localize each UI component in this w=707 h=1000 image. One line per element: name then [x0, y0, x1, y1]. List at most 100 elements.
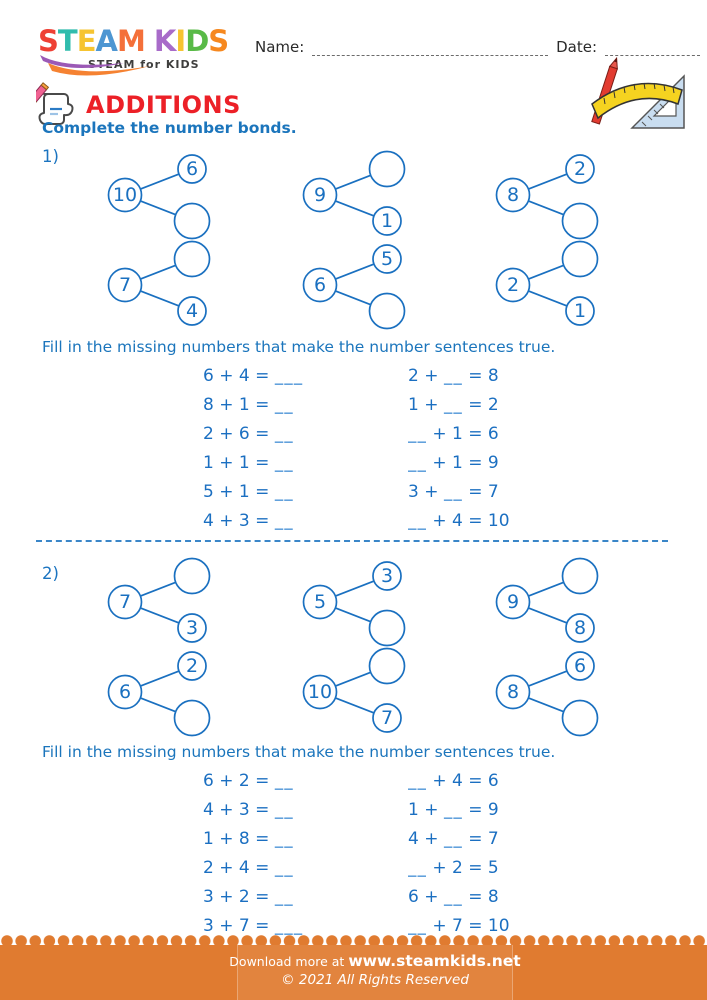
logo-swoosh [40, 55, 150, 76]
bond-empty-circle[interactable] [368, 609, 406, 647]
footer: Download more at www.steamkids.net © 202… [0, 934, 707, 1000]
number-sentence: 1 + 8 = __ [203, 829, 294, 849]
logo-wordmark: STEAM KIDS [38, 26, 238, 56]
logo-letter: M [116, 24, 146, 58]
bond-number-circle [372, 561, 402, 591]
number-sentence: 3 + __ = 7 [408, 482, 499, 502]
bond-number-circle [372, 244, 402, 274]
logo-letter: S [208, 24, 229, 58]
bond-number-circle [177, 296, 207, 326]
bond-number-circle [372, 703, 402, 733]
number-sentence: __ + 7 = 10 [408, 916, 510, 936]
bond-empty-circle[interactable] [368, 292, 406, 330]
number-sentence: __ + 4 = 6 [408, 771, 499, 791]
bond-empty-circle[interactable] [561, 557, 599, 595]
bond-number-circle [495, 674, 531, 710]
bond-number: 8 [507, 681, 519, 703]
number-sentence: __ + 1 = 6 [408, 424, 499, 444]
bond-number: 10 [113, 184, 137, 206]
title-row: ADDITIONS [36, 82, 241, 128]
bond-number-circle [302, 584, 338, 620]
number-sentence: 8 + 1 = __ [203, 395, 294, 415]
bond-number-circle [565, 296, 595, 326]
steam-kids-logo: STEAM KIDS STEAM for KIDS [38, 26, 238, 76]
bond-empty-circle[interactable] [561, 699, 599, 737]
number-sentence: 2 + 4 = __ [203, 858, 294, 878]
bond-number: 8 [507, 184, 519, 206]
bond-number: 10 [308, 681, 332, 703]
number-sentence: 4 + 3 = __ [203, 511, 294, 531]
bond-number-circle [565, 651, 595, 681]
footer-scallop-edge [0, 934, 707, 946]
footer-panel: Download more at www.steamkids.net © 202… [229, 945, 521, 1000]
number-sentence: 3 + 7 = ___ [203, 916, 304, 936]
bond-number-circle [302, 674, 338, 710]
bond-empty-circle[interactable] [368, 150, 406, 188]
number-sentence: 5 + 1 = __ [203, 482, 294, 502]
bond-number: 6 [314, 274, 326, 296]
bond-number-circle [107, 584, 143, 620]
number-sentence: 3 + 2 = __ [203, 887, 294, 907]
number-sentence: 6 + 2 = __ [203, 771, 294, 791]
name-input-line[interactable] [312, 40, 549, 56]
number-sentence: 4 + 3 = __ [203, 800, 294, 820]
bond-number-circle [495, 177, 531, 213]
section-divider [36, 540, 668, 542]
bond-number: 5 [314, 591, 326, 613]
website-link[interactable]: www.steamkids.net [348, 952, 521, 970]
bond-number-circle [565, 154, 595, 184]
bond-number-circle [302, 177, 338, 213]
logo-letter: S [38, 24, 59, 58]
bond-empty-circle[interactable] [173, 240, 211, 278]
bond-number: 4 [186, 300, 198, 322]
bond-number-circle [302, 267, 338, 303]
date-input-line[interactable] [605, 40, 700, 56]
bond-empty-circle[interactable] [561, 202, 599, 240]
notepad-pencil-icon [36, 82, 74, 126]
date-label: Date: [556, 38, 597, 56]
bond-number: 7 [119, 591, 131, 613]
bond-number-circle [177, 613, 207, 643]
logo-letter: T [57, 24, 78, 58]
number-sentence: 4 + __ = 7 [408, 829, 499, 849]
name-label: Name: [255, 38, 305, 56]
footer-download-line: Download more at www.steamkids.net [229, 952, 520, 970]
bond-number: 2 [507, 274, 519, 296]
number-sentence: 1 + __ = 9 [408, 800, 499, 820]
name-date-row: Name: Date: [255, 38, 700, 56]
bond-empty-circle[interactable] [561, 240, 599, 278]
bond-number: 3 [186, 617, 198, 639]
number-sentence: 1 + 1 = __ [203, 453, 294, 473]
sentences-2-right: __ + 4 = 6 1 + __ = 9 4 + __ = 7 __ + 2 … [408, 767, 510, 941]
bond-empty-circle[interactable] [173, 557, 211, 595]
bond-number: 5 [381, 248, 393, 270]
bond-number-circle [495, 267, 531, 303]
logo-tagline: STEAM for KIDS [88, 58, 200, 71]
ruler-set-square-icon [591, 56, 685, 129]
bond-empty-circle[interactable] [173, 699, 211, 737]
bond-empty-circle[interactable] [173, 202, 211, 240]
bond-number-circle [177, 154, 207, 184]
logo-letter: K [153, 24, 177, 58]
number-sentence: __ + 4 = 10 [408, 511, 510, 531]
footer-copyright: © 2021 All Rights Reserved [281, 972, 469, 988]
bond-number-circle [372, 206, 402, 236]
bond-number-circle [107, 267, 143, 303]
fill-heading-2: Fill in the missing numbers that make th… [42, 743, 556, 761]
sentences-2-left: 6 + 2 = __ 4 + 3 = __ 1 + 8 = __ 2 + 4 =… [203, 767, 303, 941]
bond-empty-circle[interactable] [368, 647, 406, 685]
bond-number: 1 [574, 300, 586, 322]
bond-number: 1 [381, 210, 393, 232]
number-sentence: 6 + __ = 8 [408, 887, 499, 907]
page-title: ADDITIONS [86, 91, 241, 119]
number-sentence: 2 + __ = 8 [408, 366, 499, 386]
curved-ruler-shape [591, 82, 683, 120]
bond-number-circle [107, 674, 143, 710]
download-prefix: Download more at [229, 954, 345, 969]
bond-number-circle [177, 651, 207, 681]
logo-letter: A [95, 24, 118, 58]
bond-number: 9 [314, 184, 326, 206]
bond-number-circle [107, 177, 143, 213]
